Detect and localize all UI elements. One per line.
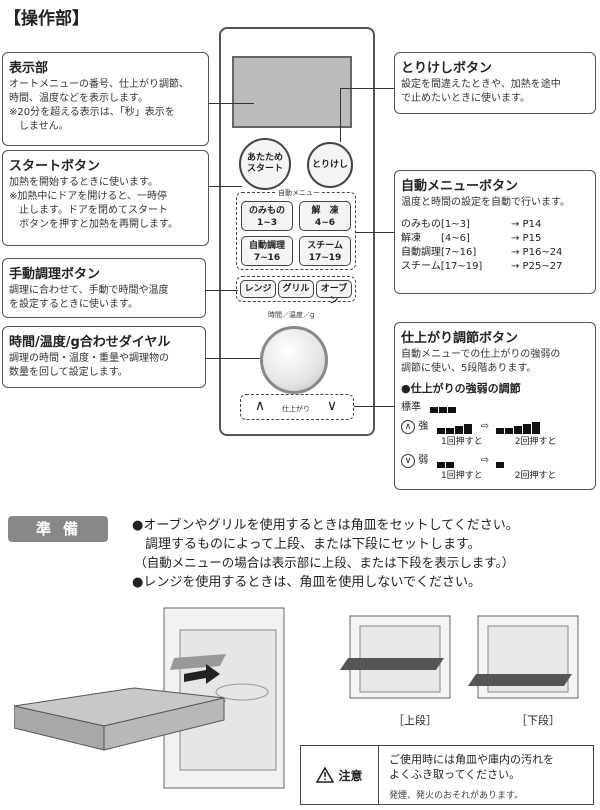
- connector-line: [340, 88, 394, 89]
- manual-callout-body: 調理に合わせて、手動で時間や温度 を設定するときに使います。: [9, 285, 169, 310]
- cancel-button[interactable]: とりけし: [307, 142, 353, 188]
- manual-callout: 手動調理ボタン 調理に合わせて、手動で時間や温度 を設定するときに使います。: [2, 258, 206, 318]
- caution-text-line-1: ご使用時には角皿や庫内の汚れを: [389, 753, 554, 766]
- auto-callout: 自動メニューボタン 温度と時間の設定を自動で行います。 のみもの[1~3]→ P…: [394, 170, 596, 294]
- upper-tray-illustration: [340, 615, 451, 699]
- auto-page-list: のみもの[1~3]→ P14 解凍 [4~6]→ P15 自動調理[7~16]→…: [401, 218, 589, 274]
- lower-label: ［下段］: [516, 714, 560, 727]
- prep-line-4: ●レンジを使用するときは、角皿を使用しないでください。: [132, 575, 481, 590]
- connector-line: [356, 232, 394, 233]
- connector-line: [208, 103, 254, 104]
- caution-sub: 発煙、発火のおそれがあります。: [389, 791, 524, 801]
- strong-row: ∧ 強 ⇨: [401, 417, 589, 434]
- display-callout-body: オートメニューの番号、仕上がり調節、 時間、温度などを表示します。 ※20分を超…: [9, 79, 189, 132]
- arrow-right-icon: ⇨: [480, 455, 489, 466]
- weak-row: ∨ 弱 ⇨: [401, 451, 589, 468]
- caution-label-cell: 注意: [301, 746, 379, 804]
- warning-icon: [316, 767, 335, 783]
- arrow-right-icon: ⇨: [480, 421, 489, 432]
- dial-callout-body: 調理の時間・温度・重量や調理物の 数量を回して設定します。: [9, 353, 169, 378]
- drink-button[interactable]: のみもの 1~3: [241, 201, 293, 231]
- standard-label: 標準: [401, 402, 421, 413]
- caution-box: 注意 ご使用時には角皿や庫内の汚れを よくふき取ってください。 発煙、発火のおそ…: [300, 745, 594, 805]
- time-temp-dial[interactable]: [260, 326, 328, 394]
- prep-line-1: ●オーブンやグリルを使用するときは角皿をセットしてください。: [132, 518, 519, 533]
- finish-callout-title: 仕上がり調節ボタン: [401, 331, 519, 346]
- weak-label: 弱: [418, 455, 429, 466]
- auto-cook-button[interactable]: 自動調理 7~16: [241, 236, 293, 266]
- display-callout: 表示部 オートメニューの番号、仕上がり調節、 時間、温度などを表示します。 ※2…: [2, 52, 209, 146]
- up-circle-icon: ∧: [401, 420, 415, 434]
- auto-page-row: のみもの[1~3]→ P14: [401, 219, 542, 230]
- upper-label: ［上段］: [393, 714, 437, 727]
- auto-menu-label: 自動メニュー: [276, 188, 322, 198]
- manual-callout-title: 手動調理ボタン: [9, 267, 101, 282]
- finish-label: 仕上がり: [282, 405, 310, 413]
- prep-line-3: （自動メニューの場合は表示部に上段、または下段を表示します。）: [128, 555, 515, 570]
- cancel-callout-body: 設定を間違えたときや、加熱を途中 で止めたいときに使います。: [401, 79, 561, 104]
- display-callout-title: 表示部: [9, 61, 49, 76]
- cancel-callout-title: とりけしボタン: [401, 61, 493, 76]
- finish-callout-body: 自動メニューでの仕上がりの強弱の 調節に使い、5段階あります。: [401, 349, 561, 374]
- thaw-button[interactable]: 解 凍 4~6: [299, 201, 351, 231]
- down-button[interactable]: ∨: [326, 398, 338, 414]
- prep-line-2: 調理するものによって上段、または下段にセットします。: [132, 537, 481, 552]
- connector-line: [340, 88, 341, 142]
- caution-label: 注意: [338, 768, 363, 783]
- auto-page-row: 解凍 [4~6]→ P15: [401, 233, 542, 244]
- dial-callout: 時間/温度/g合わせダイヤル 調理の時間・温度・重量や調理物の 数量を回して設定…: [2, 326, 206, 388]
- finish-callout: 仕上がり調節ボタン 自動メニューでの仕上がりの強弱の 調節に使い、5段階あります…: [394, 322, 596, 490]
- range-button[interactable]: レンジ: [240, 280, 276, 298]
- connector-line: [205, 358, 260, 359]
- caution-text: ご使用時には角皿や庫内の汚れを よくふき取ってください。: [389, 752, 554, 782]
- cancel-callout: とりけしボタン 設定を間違えたときや、加熱を途中 で止めたいときに使います。: [394, 52, 596, 114]
- auto-callout-title: 自動メニューボタン: [401, 179, 519, 194]
- caution-text-line-2: よくふき取ってください。: [389, 768, 521, 781]
- strength-heading: ●仕上がりの強弱の調節: [401, 382, 521, 395]
- oven-button[interactable]: オーブン: [316, 280, 352, 306]
- auto-page-row: 自動調理[7~16]→ P16~24: [401, 247, 563, 258]
- connector-line: [354, 406, 394, 407]
- strong-label: 強: [418, 421, 429, 432]
- auto-callout-body: 温度と時間の設定を自動で行います。: [401, 197, 570, 208]
- manual-group: [236, 276, 356, 302]
- display-screen: [232, 56, 352, 128]
- start-callout-title: スタートボタン: [9, 159, 101, 174]
- finish-group: [240, 394, 354, 420]
- oven-tray-illustration: [14, 607, 285, 789]
- dial-label: 時間／温度／g: [268, 311, 315, 319]
- start-button[interactable]: あたため スタート: [239, 138, 291, 190]
- connector-line: [208, 186, 242, 187]
- prep-badge: 準備: [8, 516, 108, 542]
- grill-button[interactable]: グリル: [278, 280, 314, 298]
- start-callout: スタートボタン 加熱を開始するときに使います。 ※加熱中にドアを開けると、一時停…: [2, 150, 209, 246]
- section-title: 【操作部】: [4, 9, 89, 29]
- steam-button[interactable]: スチーム 17~19: [299, 236, 351, 266]
- dial-callout-title: 時間/温度/g合わせダイヤル: [9, 335, 171, 350]
- start-callout-body: 加熱を開始するときに使います。 ※加熱中にドアを開けると、一時停 止します。ドア…: [9, 177, 178, 230]
- up-button[interactable]: ∧: [254, 398, 266, 414]
- standard-row: 標準: [401, 398, 589, 413]
- down-circle-icon: ∨: [401, 454, 415, 468]
- lower-tray-illustration: [468, 615, 579, 699]
- connector-line: [205, 290, 238, 291]
- auto-page-row: スチーム[17~19]→ P25~27: [401, 261, 563, 272]
